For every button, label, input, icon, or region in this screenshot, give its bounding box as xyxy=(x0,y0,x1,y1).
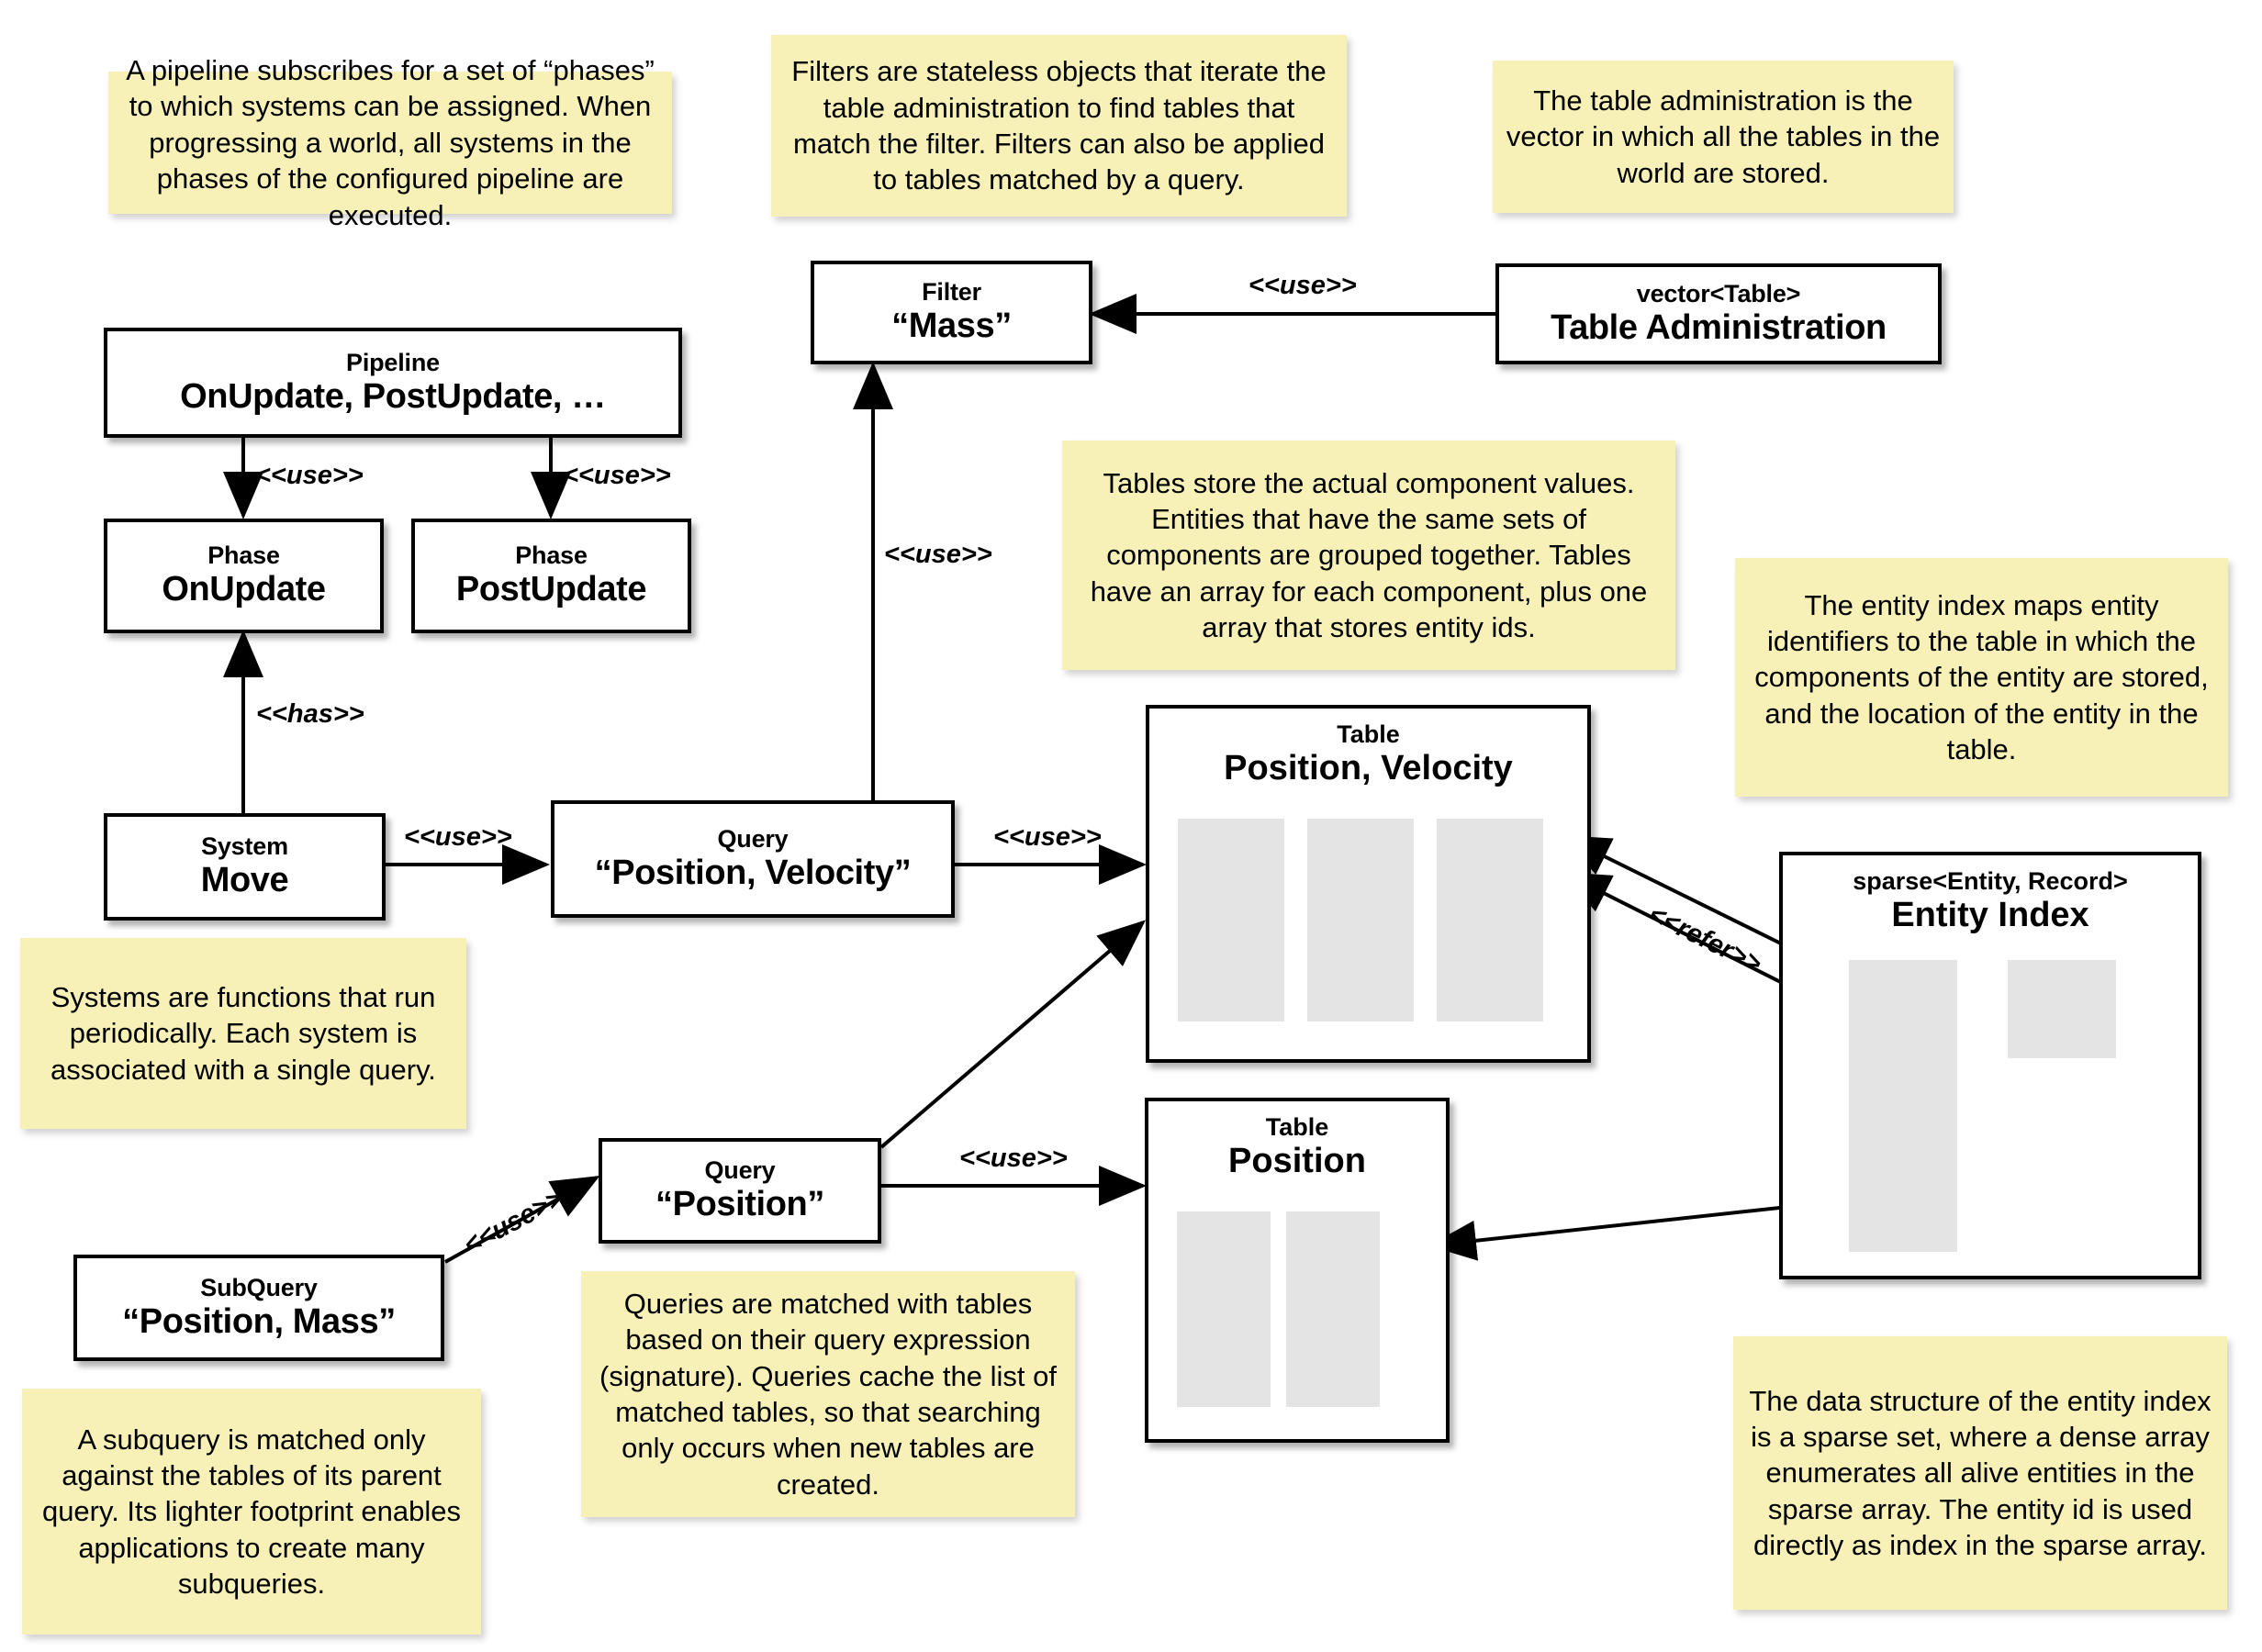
box-entity-index[interactable]: sparse<Entity, Record> Entity Index xyxy=(1779,852,2201,1279)
box-table-administration-stereotype: vector<Table> xyxy=(1636,279,1801,307)
note-system: Systems are functions that run periodica… xyxy=(20,938,466,1129)
entity-index-sparse-array xyxy=(1849,960,1957,1252)
table-p-name: Position xyxy=(1228,1142,1366,1181)
box-query-pv-name: “Position, Velocity” xyxy=(594,853,912,892)
box-query-pv-stereotype: Query xyxy=(717,824,789,853)
table-pv-column-2 xyxy=(1307,819,1414,1021)
box-subquery-position-mass[interactable]: SubQuery “Position, Mass” xyxy=(73,1255,444,1361)
box-table-position-velocity[interactable]: Table Position, Velocity xyxy=(1146,705,1591,1063)
box-phase-onupdate-stereotype: Phase xyxy=(207,541,280,570)
box-table-administration-name: Table Administration xyxy=(1551,307,1887,347)
table-p-header: Table Position xyxy=(1148,1101,1446,1181)
note-filter: Filters are stateless objects that itera… xyxy=(771,35,1347,217)
table-pv-column-3 xyxy=(1437,819,1543,1021)
table-p-stereotype: Table xyxy=(1265,1113,1329,1141)
entity-index-stereotype: sparse<Entity, Record> xyxy=(1853,867,2128,895)
label-system-phase: <<has>> xyxy=(256,699,364,729)
box-query-p-stereotype: Query xyxy=(704,1156,776,1185)
box-filter-mass[interactable]: Filter “Mass” xyxy=(811,261,1092,364)
edge-query-p-table-pv xyxy=(879,920,1147,1149)
box-table-position[interactable]: Table Position xyxy=(1145,1098,1450,1443)
box-system-move[interactable]: System Move xyxy=(104,813,386,921)
label-query-pv-table: <<use>> xyxy=(993,822,1102,852)
note-query: Queries are matched with tables based on… xyxy=(581,1271,1075,1517)
box-query-position-velocity[interactable]: Query “Position, Velocity” xyxy=(551,800,955,918)
box-subquery-stereotype: SubQuery xyxy=(200,1273,318,1301)
table-pv-header: Table Position, Velocity xyxy=(1149,709,1587,788)
box-system-move-stereotype: System xyxy=(201,832,288,861)
label-query-filter: <<use>> xyxy=(884,540,992,569)
box-filter-stereotype: Filter xyxy=(922,278,981,307)
box-phase-postupdate[interactable]: Phase PostUpdate xyxy=(411,519,691,633)
box-query-p-name: “Position” xyxy=(655,1185,824,1224)
box-query-position[interactable]: Query “Position” xyxy=(599,1138,881,1244)
note-table: Tables store the actual component values… xyxy=(1062,441,1675,670)
box-subquery-name: “Position, Mass” xyxy=(122,1301,396,1341)
table-pv-stereotype: Table xyxy=(1337,720,1400,748)
box-pipeline-stereotype: Pipeline xyxy=(346,348,440,376)
box-phase-postupdate-stereotype: Phase xyxy=(515,541,588,570)
table-pv-column-1 xyxy=(1178,819,1284,1021)
label-index-table: <<refer>> xyxy=(1643,899,1766,979)
label-pipeline-postupdate: <<use>> xyxy=(563,461,671,490)
box-table-administration[interactable]: vector<Table> Table Administration xyxy=(1495,263,1942,364)
label-system-query: <<use>> xyxy=(404,822,512,852)
box-phase-onupdate[interactable]: Phase OnUpdate xyxy=(104,519,384,633)
entity-index-header: sparse<Entity, Record> Entity Index xyxy=(1783,855,2198,935)
label-pipeline-onupdate: <<use>> xyxy=(255,461,364,490)
entity-index-dense-array xyxy=(2008,960,2116,1058)
label-subquery-query: <<use>> xyxy=(459,1183,568,1261)
label-query-p-table: <<use>> xyxy=(959,1144,1068,1173)
note-entity-index: The entity index maps entity identifiers… xyxy=(1735,558,2228,797)
table-pv-name: Position, Velocity xyxy=(1224,749,1513,788)
box-phase-postupdate-name: PostUpdate xyxy=(455,570,647,609)
entity-index-name: Entity Index xyxy=(1891,896,2089,935)
table-p-column-2 xyxy=(1286,1211,1380,1407)
box-pipeline[interactable]: Pipeline OnUpdate, PostUpdate, … xyxy=(104,328,682,438)
note-subquery: A subquery is matched only against the t… xyxy=(22,1389,481,1635)
table-p-column-1 xyxy=(1177,1211,1271,1407)
label-administration-filter: <<use>> xyxy=(1249,271,1357,300)
box-phase-onupdate-name: OnUpdate xyxy=(162,570,326,609)
box-system-move-name: Move xyxy=(200,861,289,900)
note-table-administration: The table administration is the vector i… xyxy=(1493,61,1954,213)
box-pipeline-name: OnUpdate, PostUpdate, … xyxy=(180,376,606,416)
box-filter-name: “Mass” xyxy=(891,307,1012,346)
note-pipeline: A pipeline subscribes for a set of “phas… xyxy=(108,54,672,231)
note-sparse-set: The data structure of the entity index i… xyxy=(1733,1336,2227,1610)
